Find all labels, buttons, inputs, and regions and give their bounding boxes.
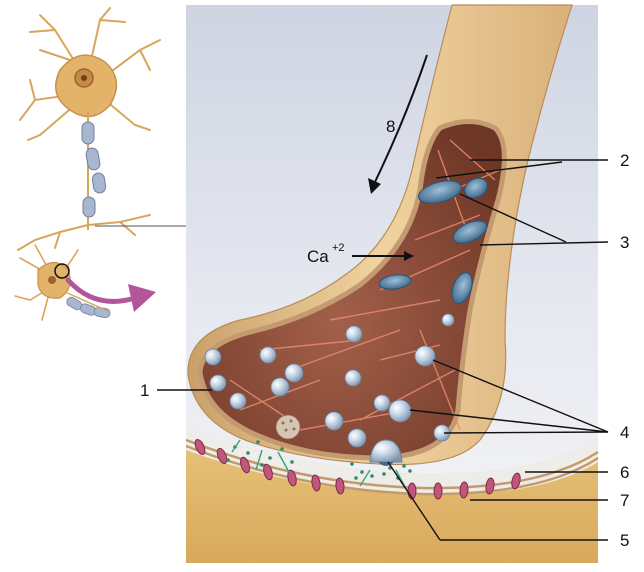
label-7: 7 bbox=[620, 491, 629, 510]
label-1: 1 bbox=[140, 381, 149, 400]
label-8: 8 bbox=[386, 117, 395, 136]
calcium-label: Ca bbox=[307, 247, 329, 266]
label-6: 6 bbox=[620, 463, 629, 482]
label-3: 3 bbox=[620, 233, 629, 252]
synapse-illustration bbox=[157, 5, 608, 563]
calcium-charge: +2 bbox=[332, 242, 345, 254]
myelin-sheaths bbox=[82, 122, 106, 217]
label-4: 4 bbox=[620, 423, 629, 442]
neuron-inset bbox=[15, 8, 186, 320]
label-5: 5 bbox=[620, 531, 629, 550]
label-2: 2 bbox=[620, 151, 629, 170]
dense-core-vesicle bbox=[276, 415, 300, 439]
